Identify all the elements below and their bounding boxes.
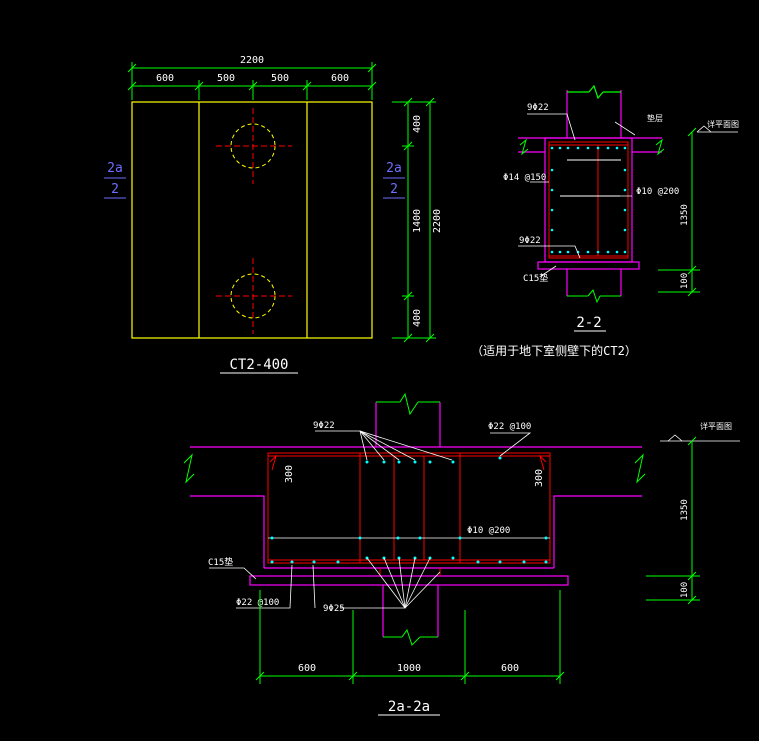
plan-dim-600b: 600 [331,73,349,84]
s2a-note-right: 详平面图 [700,421,732,431]
s22-rebar-stirrup: Φ10 @200 [636,187,679,197]
s22-rebar-side: Φ14 @150 [503,173,546,183]
s22-title: 2-2 [576,315,601,331]
s2a-cushion: C15垫 [208,556,233,568]
s2a-dim-300b: 300 [534,469,545,487]
s2a-dim-600a: 600 [298,663,316,674]
s22-note-right1: 垫层 [647,113,663,123]
plan-dim-total: 2200 [240,55,264,66]
plan-title: CT2-400 [229,357,288,373]
plan-view: 2200 600 500 500 600 2a 2 2a 2 [104,55,443,374]
s22-dim-1350: 1350 [680,204,690,226]
s22-cushion: C15垫 [523,272,548,284]
plan-dim-v1400: 1400 [412,209,423,233]
s2a-dim-300a: 300 [284,465,295,483]
s22-subtitle: （适用于地下室侧壁下的CT2） [471,343,637,358]
pile-top [216,108,292,184]
section-2-2: 9Φ22 垫层 详平面图 Φ14 @150 Φ10 @200 9Φ22 C15垫… [471,84,739,358]
s2a-dim-1350: 1350 [680,499,690,521]
plan-dim-500b: 500 [271,73,289,84]
s2a-dim-1000: 1000 [397,663,421,674]
s2a-rebar-mesh-bot: Φ22 @100 [236,598,279,608]
s22-rebar-top: 9Φ22 [527,103,549,113]
pile-bottom [216,258,292,334]
plan-dim-600a: 600 [156,73,174,84]
s2a-dim-100: 100 [680,582,690,598]
s2a-title: 2a-2a [388,699,430,715]
section-marker-left-bot: 2 [111,182,119,197]
s22-dim-100: 100 [680,273,690,289]
pile-cap-outline [131,101,373,339]
s22-rebar-bot: 9Φ22 [519,236,541,246]
plan-dim-v2200: 2200 [432,209,443,233]
s2a-rebar-pile: 9Φ25 [323,604,345,614]
s2a-rebar-stirrup: Φ10 @200 [467,526,510,536]
section-2a-2a: 9Φ22 Φ22 @100 详平面图 300 300 Φ10 @200 C15垫… [183,392,740,716]
plan-dim-500a: 500 [217,73,235,84]
s2a-rebar-mesh-top: Φ22 @100 [488,422,531,432]
plan-dim-v400b: 400 [412,309,423,327]
s2a-rebar-top: 9Φ22 [313,421,335,431]
s2a-dim-600b: 600 [501,663,519,674]
section-marker-right-bot: 2 [390,182,398,197]
section-marker-left-top: 2a [107,161,123,176]
s22-note-right2: 详平面图 [707,119,739,129]
plan-dim-v400a: 400 [412,115,423,133]
section-marker-right-top: 2a [386,161,402,176]
